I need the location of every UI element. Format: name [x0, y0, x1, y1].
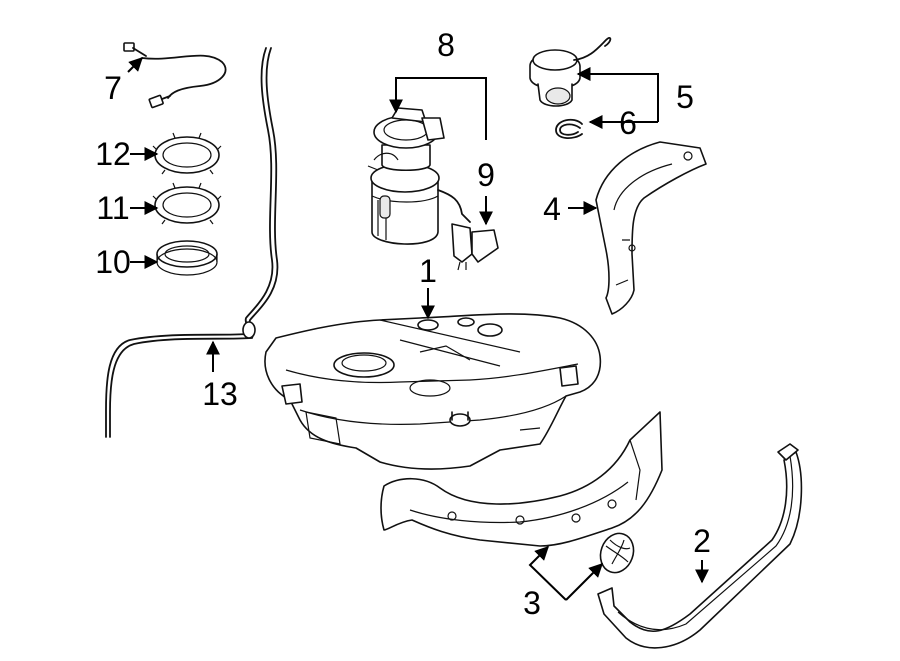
- gasket-part: [156, 240, 218, 276]
- leader-3b: [565, 563, 603, 601]
- filler-cap-part: [529, 36, 612, 107]
- leader-5: [576, 67, 659, 122]
- fuel-pump-module-part: [367, 107, 471, 245]
- callout-1: 1: [419, 253, 437, 289]
- leader-lines: [127, 57, 709, 601]
- sensor-harness-part: [123, 42, 227, 109]
- leader-3a: [528, 546, 567, 601]
- clip-ring-part: [555, 118, 583, 139]
- callout-labels: 1 2 3 4 5 6 7 8 9 10 11 12 13: [95, 27, 711, 621]
- callout-2: 2: [693, 523, 711, 559]
- fuel-tank-part: [264, 313, 602, 470]
- access-cover-part: [599, 532, 635, 574]
- callout-4: 4: [543, 191, 561, 227]
- tank-strap-part: [597, 443, 803, 649]
- callout-5: 5: [676, 79, 694, 115]
- tank-heat-shield-part: [380, 411, 663, 547]
- callout-7: 7: [104, 70, 122, 106]
- callout-13: 13: [202, 376, 238, 412]
- leader-7: [127, 57, 143, 73]
- retaining-ring-part: [152, 182, 222, 225]
- leader-8: [389, 77, 487, 114]
- callout-11: 11: [96, 190, 129, 226]
- callout-3: 3: [523, 585, 541, 621]
- vent-hose-part: [105, 47, 279, 438]
- callout-9: 9: [477, 157, 495, 193]
- filler-neck-shield-part: [595, 141, 707, 315]
- lock-ring-part: [152, 132, 222, 175]
- callout-10: 10: [95, 244, 131, 280]
- callout-12: 12: [95, 136, 131, 172]
- fuel-level-sender-part: [451, 223, 499, 271]
- callout-6: 6: [619, 105, 637, 141]
- callout-8: 8: [437, 27, 455, 63]
